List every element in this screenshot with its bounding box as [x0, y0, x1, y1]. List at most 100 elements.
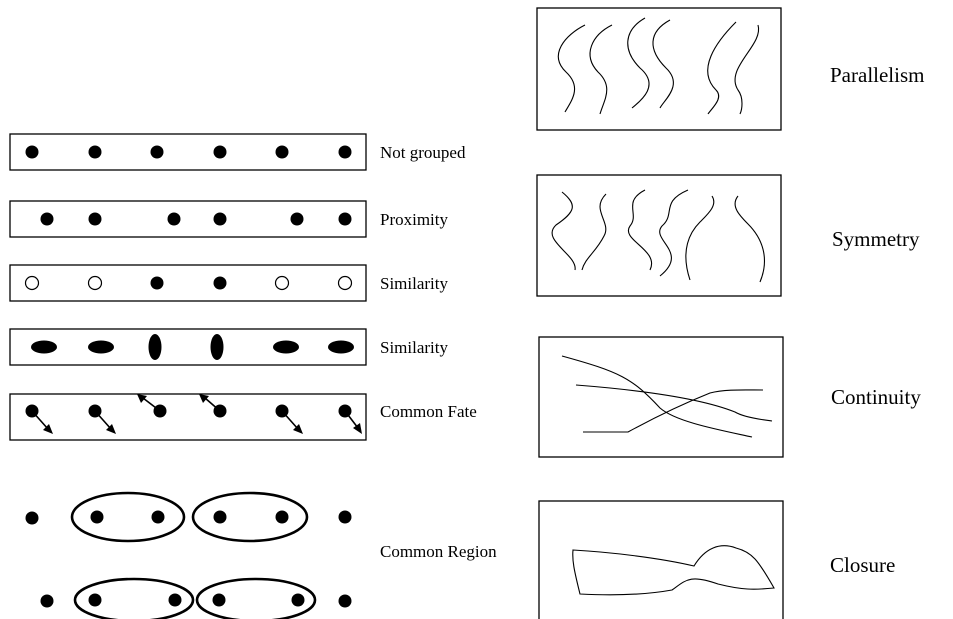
arrowhead-icon — [106, 424, 116, 434]
dot — [338, 212, 352, 226]
closure-label: Closure — [830, 553, 895, 577]
hollow-dot — [274, 275, 290, 291]
dot — [213, 212, 227, 226]
common-fate-row: Common Fate — [9, 393, 477, 441]
dot — [275, 145, 289, 159]
dot — [167, 212, 181, 226]
region-oval — [191, 491, 309, 543]
symmetry-curve — [685, 195, 715, 281]
symmetry-frame — [536, 174, 782, 297]
common-region-label: Common Region — [380, 542, 497, 561]
arrowhead-icon — [353, 423, 362, 434]
not-grouped-label: Not grouped — [380, 143, 466, 162]
region-oval — [73, 577, 195, 619]
symmetry-curve — [659, 189, 689, 277]
motion-arrow — [31, 410, 49, 430]
arrowhead-icon — [137, 394, 147, 403]
dot — [213, 145, 227, 159]
common-fate-frame — [9, 393, 367, 441]
parallel-curve — [734, 24, 760, 115]
continuity-curve — [561, 355, 753, 438]
symmetry-curve — [627, 189, 653, 271]
proximity-row: Proximity — [9, 200, 449, 238]
parallel-curve — [589, 24, 613, 115]
motion-arrow — [344, 410, 359, 429]
dot — [213, 510, 227, 524]
dot — [213, 276, 227, 290]
motion-arrow — [94, 410, 112, 430]
region-oval — [195, 577, 317, 619]
continuity-curve — [575, 384, 773, 422]
horizontal-ellipse — [88, 340, 114, 354]
parallel-curve — [627, 17, 650, 109]
motion-arrow — [142, 397, 161, 412]
symmetry-curve — [581, 193, 607, 271]
continuity-panel: Continuity — [538, 336, 921, 458]
common-region-group: Common Region — [25, 491, 497, 619]
continuity-label: Continuity — [831, 385, 921, 409]
not-grouped-frame — [9, 133, 367, 171]
continuity-curve — [583, 389, 764, 433]
dot — [338, 510, 352, 524]
not-grouped-row: Not grouped — [9, 133, 466, 171]
common-fate-label: Common Fate — [380, 402, 477, 421]
symmetry-curve — [551, 191, 576, 271]
arrowhead-icon — [199, 394, 209, 403]
parallel-curve — [707, 21, 737, 115]
motion-arrow — [281, 410, 299, 430]
dot — [338, 594, 352, 608]
dot — [90, 510, 104, 524]
parallel-curve — [557, 24, 586, 113]
dot — [291, 593, 305, 607]
hollow-dot — [87, 275, 103, 291]
dot — [88, 212, 102, 226]
hollow-dot — [337, 275, 353, 291]
symmetry-panel: Symmetry — [536, 174, 920, 297]
parallelism-label: Parallelism — [830, 63, 924, 87]
dot — [40, 212, 54, 226]
dot — [168, 593, 182, 607]
parallelism-frame — [536, 7, 782, 131]
dot — [150, 145, 164, 159]
dot — [290, 212, 304, 226]
similarity-shape-frame — [9, 328, 367, 366]
proximity-frame — [9, 200, 367, 238]
arrowhead-icon — [43, 424, 53, 434]
closure-frame — [538, 500, 784, 619]
dot — [25, 145, 39, 159]
proximity-label: Proximity — [380, 210, 449, 229]
dot — [275, 510, 289, 524]
symmetry-label: Symmetry — [832, 227, 920, 251]
dot — [25, 511, 39, 525]
parallel-curve — [652, 19, 674, 109]
region-oval — [70, 491, 186, 543]
dot — [212, 593, 226, 607]
left-panel: Not grouped Proximity Similarity — [9, 133, 497, 619]
dot — [88, 145, 102, 159]
horizontal-ellipse — [273, 340, 299, 354]
arrowhead-icon — [293, 424, 303, 434]
similarity-shape-row: Similarity — [9, 328, 449, 366]
continuity-frame — [538, 336, 784, 458]
dot — [40, 594, 54, 608]
dot — [338, 145, 352, 159]
dot — [150, 276, 164, 290]
right-panel: Parallelism Symmetry Continuity Closure — [536, 7, 924, 619]
dot — [88, 593, 102, 607]
motion-arrow — [204, 397, 221, 412]
similarity-shape-label: Similarity — [380, 338, 449, 357]
vertical-ellipse — [210, 334, 224, 360]
dot — [151, 510, 165, 524]
horizontal-ellipse — [328, 340, 354, 354]
similarity-color-row: Similarity — [9, 264, 449, 302]
vertical-ellipse — [148, 334, 162, 360]
closure-panel: Closure — [538, 500, 895, 619]
similarity-color-label: Similarity — [380, 274, 449, 293]
similarity-color-frame — [9, 264, 367, 302]
closure-shape — [572, 545, 775, 596]
hollow-dot — [24, 275, 40, 291]
parallelism-panel: Parallelism — [536, 7, 924, 131]
horizontal-ellipse — [31, 340, 57, 354]
symmetry-curve — [734, 195, 765, 283]
